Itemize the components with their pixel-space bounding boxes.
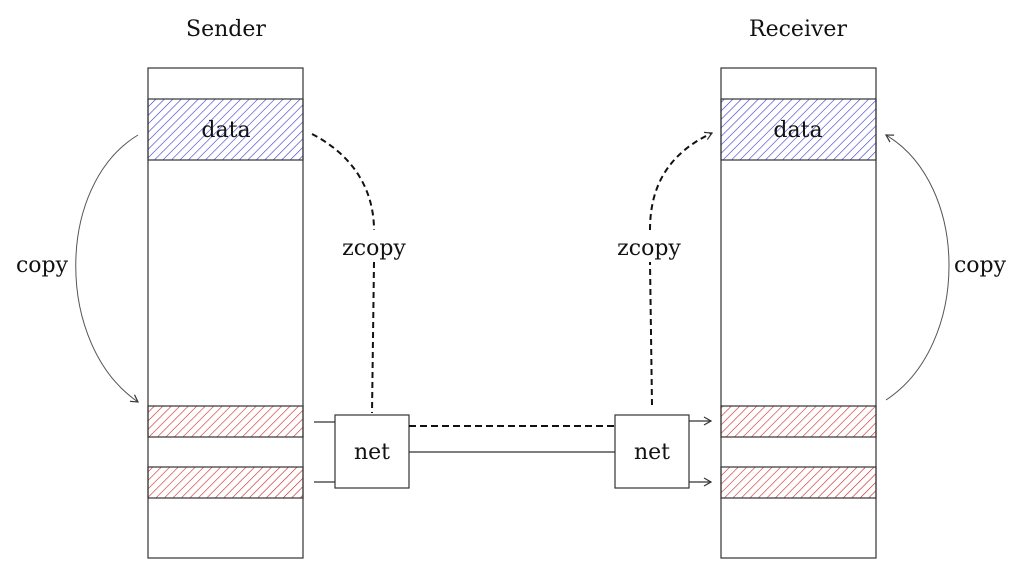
sender-data-block	[147, 98, 304, 161]
sender-buffer-2	[147, 466, 304, 499]
receiver-title: Receiver	[749, 17, 847, 42]
receiver-copy-label: copy	[954, 253, 1007, 278]
receiver-zcopy-path	[649, 131, 714, 231]
receiver-zcopy-path-lower	[649, 261, 653, 406]
receiver-buffer-2	[720, 466, 877, 499]
sender-net-label: net	[354, 440, 390, 465]
receiver-copy-arrow	[884, 134, 950, 401]
receiver-memory-outline	[720, 67, 877, 559]
sender-title: Sender	[186, 17, 266, 42]
receiver-memory: data	[720, 67, 877, 559]
sender-copy-arrow	[75, 134, 139, 403]
sender-zcopy-path	[311, 133, 375, 231]
sender-memory-outline	[147, 67, 304, 559]
sender-copy-label: copy	[16, 253, 69, 278]
sender-zcopy-label: zcopy	[342, 236, 406, 261]
sender-data-label: data	[201, 118, 250, 143]
receiver-buffer-1	[720, 405, 877, 438]
sender-zcopy-path-lower	[371, 261, 375, 414]
receiver-net-label: net	[634, 440, 670, 465]
receiver-zcopy-label: zcopy	[617, 236, 681, 261]
receiver-data-label: data	[773, 118, 822, 143]
receiver-data-block	[720, 98, 877, 161]
sender-buffer-1	[147, 405, 304, 438]
sender-memory: data	[147, 67, 304, 559]
